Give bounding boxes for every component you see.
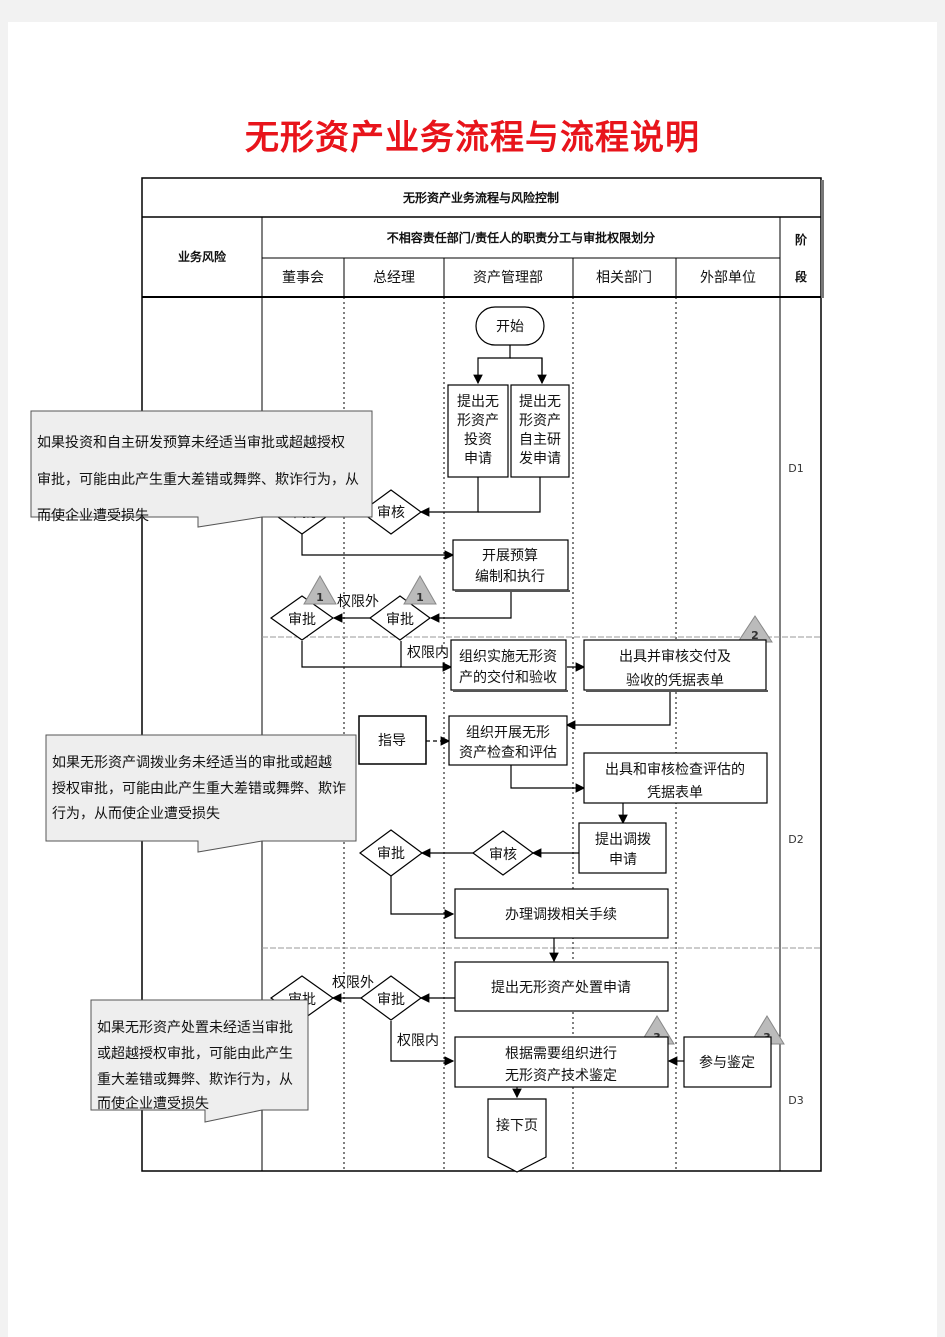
approve-diamond: 审批 (386, 612, 414, 628)
risk-text: 如果投资和自主研发预算未经适当审批或超越授权 (37, 435, 345, 451)
approve-diamond: 审批 (288, 612, 316, 628)
risk-callout (45, 734, 357, 853)
delivery-form-line: 出具并审核交付及 (619, 648, 731, 665)
inspect-form-line: 凭据表单 (647, 785, 703, 801)
next-page-connector: 接下页 (496, 1117, 538, 1134)
control-point-2: 2 (751, 629, 759, 642)
transfer-apply-line: 提出调拨 (595, 832, 651, 848)
participate-box: 参与鉴定 (699, 1054, 755, 1071)
budget-line: 编制和执行 (475, 569, 545, 585)
within-authority-label: 权限内 (397, 1033, 439, 1049)
within-authority-label: 权限内 (407, 645, 449, 661)
column-general-manager: 总经理 (373, 270, 415, 286)
column-external: 外部单位 (700, 270, 756, 286)
guide-box: 指导 (378, 733, 406, 749)
review-diamond: 审核 (377, 505, 405, 521)
stage-header-2: 段 (795, 269, 808, 284)
beyond-authority-label: 权限外 (337, 594, 379, 610)
risk-text: 或超越授权审批，可能由此产生 (97, 1046, 293, 1062)
risk-text: 重大差错或舞弊、欺诈行为，从 (97, 1072, 293, 1088)
risk-callout (90, 999, 309, 1123)
transfer-procedure-box: 办理调拨相关手续 (505, 906, 617, 923)
column-board: 董事会 (282, 270, 324, 286)
risk-text: 授权审批，可能由此产生重大差错或舞弊、欺诈 (52, 781, 346, 797)
risk-text: 而使企业遭受损失 (97, 1095, 209, 1112)
stage-d2: D2 (788, 833, 803, 846)
column-related-dept: 相关部门 (596, 270, 652, 286)
table-caption: 无形资产业务流程与风险控制 (402, 190, 559, 205)
delivery-line: 组织实施无形资 (459, 649, 557, 665)
start-node: 开始 (496, 319, 524, 335)
delivery-line: 产的交付和验收 (459, 669, 557, 686)
stage-header-1: 阶 (795, 232, 808, 247)
rd-apply-line: 发申请 (519, 451, 561, 467)
rd-apply-line: 形资产 (519, 413, 561, 429)
invest-apply-line: 提出无 (457, 394, 499, 410)
stage-d1: D1 (788, 462, 803, 475)
risk-header: 业务风险 (178, 249, 227, 264)
risk-text: 如果无形资产处置未经适当审批 (97, 1020, 293, 1036)
risk-text: 而使企业遭受损失 (37, 507, 149, 524)
control-point-1: 1 (416, 591, 424, 604)
transfer-apply-line: 申请 (609, 852, 637, 868)
column-asset-dept: 资产管理部 (473, 270, 543, 286)
inspect-form-line: 出具和审核检查评估的 (605, 762, 745, 778)
delivery-form-line: 验收的凭据表单 (626, 673, 724, 689)
risk-text: 如果无形资产调拨业务未经适当的审批或超越 (52, 755, 332, 771)
budget-line: 开展预算 (482, 548, 538, 564)
disposal-apply-box: 提出无形资产处置申请 (491, 980, 631, 996)
risk-callout (30, 410, 373, 528)
connectors (301, 345, 684, 1099)
appraisal-line: 无形资产技术鉴定 (505, 1068, 617, 1084)
risk-text: 行为，从而使企业遭受损失 (52, 805, 220, 822)
appraisal-line: 根据需要组织进行 (505, 1046, 617, 1062)
approve-diamond: 审批 (377, 846, 405, 862)
review-diamond: 审核 (489, 847, 517, 863)
risk-text: 审批，可能由此产生重大差错或舞弊、欺诈行为，从 (37, 472, 359, 488)
rd-apply-line: 自主研 (519, 432, 561, 448)
page-title: 无形资产业务流程与流程说明 (245, 118, 700, 158)
invest-apply-line: 申请 (464, 451, 492, 467)
control-point-1: 1 (316, 591, 324, 604)
inspect-line: 资产检查和评估 (459, 745, 557, 761)
inspect-line: 组织开展无形 (466, 725, 550, 741)
approve-diamond: 审批 (377, 992, 405, 1008)
beyond-authority-label: 权限外 (332, 975, 374, 991)
header-shadow (821, 180, 824, 298)
division-header: 不相容责任部门/责任人的职责分工与审批权限划分 (387, 230, 655, 245)
rd-apply-line: 提出无 (519, 394, 561, 410)
invest-apply-line: 形资产 (457, 413, 499, 429)
stage-d3: D3 (788, 1094, 803, 1107)
invest-apply-line: 投资 (464, 432, 492, 448)
